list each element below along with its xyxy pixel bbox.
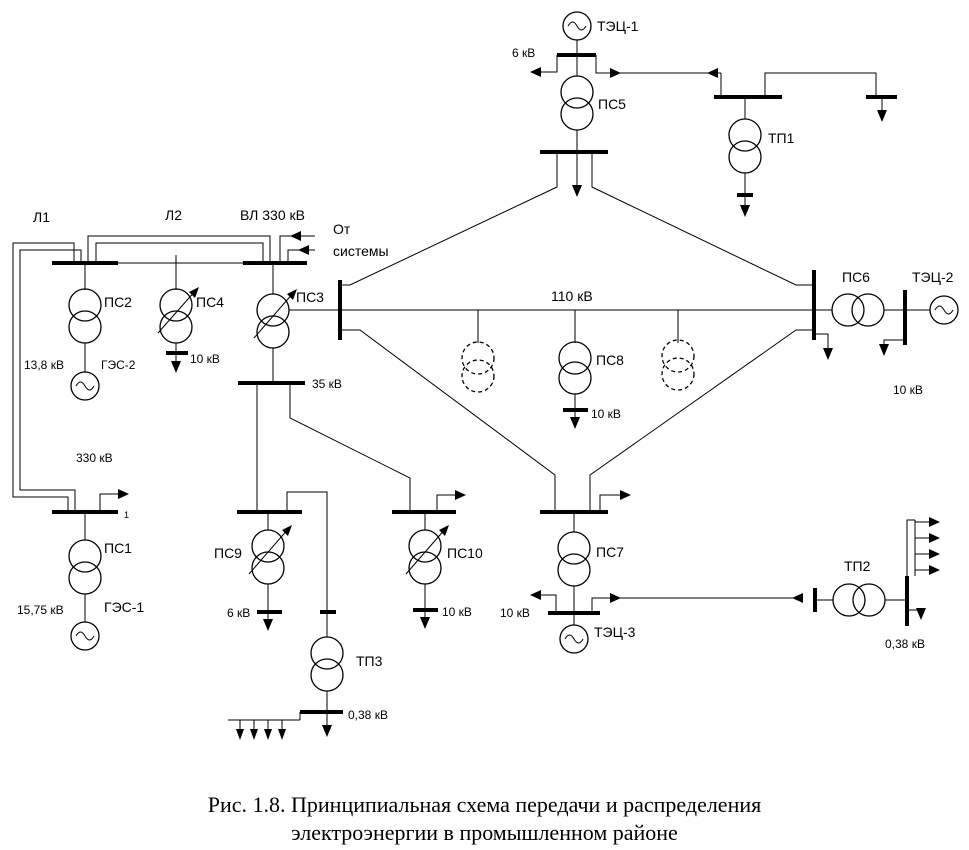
ps2-transformer xyxy=(68,288,102,344)
label-ps8-10kv: 10 кВ xyxy=(591,407,621,421)
future-transformer-right xyxy=(661,339,695,391)
label-line-330kv: 330 кВ xyxy=(76,451,113,465)
label-from-system-1: От xyxy=(333,221,351,237)
label-tp2-038kv: 0,38 кВ xyxy=(885,637,925,651)
label-ps1-15-75kv: 15,75 кВ xyxy=(17,603,64,617)
figure-caption-line-2: электроэнергии в промышленном районе xyxy=(291,820,678,845)
label-ps3-35kv: 35 кВ xyxy=(312,377,342,391)
tec2-generator xyxy=(929,295,959,325)
tp2-transformer xyxy=(832,583,886,617)
ps5-transformer xyxy=(560,75,594,131)
tp3-transformer xyxy=(310,636,344,692)
ps8-transformer xyxy=(558,341,592,395)
label-ps1: ПС1 xyxy=(104,540,132,556)
label-tp2: ТП2 xyxy=(844,558,871,574)
tp1-transformer xyxy=(728,118,762,174)
label-ps4: ПС4 xyxy=(196,294,224,310)
future-transformer-left xyxy=(461,341,495,393)
label-ps7: ПС7 xyxy=(596,544,624,560)
ps1-transformer xyxy=(68,539,102,595)
label-ps10-10kv: 10 кВ xyxy=(442,605,472,619)
label-tec3: ТЭЦ-3 xyxy=(594,624,636,640)
label-ps9: ПС9 xyxy=(214,545,242,561)
ges2-generator xyxy=(70,371,100,401)
label-ps5: ПС5 xyxy=(598,96,626,112)
label-ps3: ПС3 xyxy=(296,289,324,305)
label-tec2: ТЭЦ-2 xyxy=(912,269,954,285)
label-l1: Л1 xyxy=(33,209,50,225)
label-ps2: ПС2 xyxy=(104,294,132,310)
label-ps4-10kv: 10 кВ xyxy=(190,352,220,366)
ps7-transformer xyxy=(557,531,591,587)
label-tp3-038kv: 0,38 кВ xyxy=(348,708,388,722)
label-ps7-10kv: 10 кВ xyxy=(500,606,530,620)
ges1-generator xyxy=(70,621,100,651)
figure-caption-line-1: Рис. 1.8. Принципиальная схема передачи … xyxy=(207,792,762,817)
ps4-transformer xyxy=(157,287,199,344)
label-ges1: ГЭС-1 xyxy=(104,599,144,615)
ps10-transformer xyxy=(405,525,449,585)
tec1-generator xyxy=(562,11,592,41)
label-bus-110kv: 110 кВ xyxy=(551,288,593,304)
label-ges2: ГЭС-2 xyxy=(101,358,136,372)
ps6-transformer xyxy=(831,293,885,327)
ps9-transformer xyxy=(248,525,292,585)
label-ps10: ПС10 xyxy=(447,545,483,561)
label-tec1-6kv: 6 кВ xyxy=(512,46,535,60)
label-from-system-2: системы xyxy=(333,243,389,259)
ps3-transformer xyxy=(253,289,297,349)
label-ps6: ПС6 xyxy=(842,269,870,285)
label-tp3: ТП3 xyxy=(356,653,383,669)
label-tec1: ТЭЦ-1 xyxy=(597,18,639,34)
label-ps1-mark: 1 xyxy=(124,510,129,520)
tec3-generator xyxy=(559,624,589,654)
label-vl330: ВЛ 330 кВ xyxy=(240,207,305,223)
label-tp1: ТП1 xyxy=(768,130,795,146)
label-ps6-10kv: 10 кВ xyxy=(893,383,923,397)
label-l2: Л2 xyxy=(165,207,182,223)
label-ps8: ПС8 xyxy=(596,352,624,368)
label-ps9-6kv: 6 кВ xyxy=(227,606,250,620)
label-ps2-13-8kv: 13,8 кВ xyxy=(24,358,64,372)
